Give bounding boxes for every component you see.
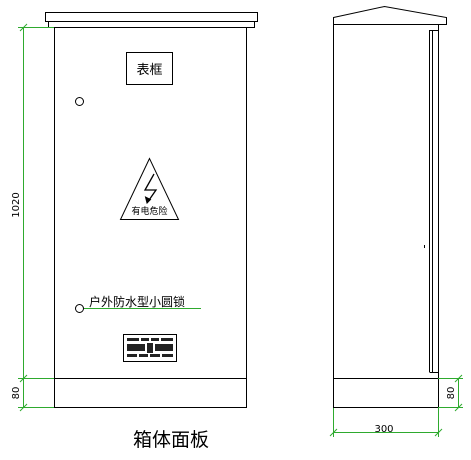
dimension-depth: 300: [374, 424, 393, 435]
drawing-caption: 箱体面板: [133, 429, 209, 451]
nameplate-inscription: [127, 338, 173, 357]
side-dimension-lines: [329, 374, 463, 437]
front-dimension-lines: [18, 23, 54, 412]
warning-triangle: [119, 157, 180, 220]
lightning-arrowhead: [144, 196, 152, 204]
dimension-height-main: 1020: [11, 192, 22, 217]
warning-label: 有电危险: [131, 205, 167, 217]
lock-label: 户外防水型小圆锁: [89, 294, 185, 309]
meter-box-label: 表框: [136, 63, 162, 78]
side-cabinet-body: [333, 24, 439, 408]
front-cabinet-body: [54, 27, 247, 408]
lightning-bolt-icon: [143, 173, 158, 204]
side-roof: [333, 5, 447, 25]
front-roof-lip: [48, 21, 255, 28]
dimension-base-side: 80: [446, 387, 457, 400]
nameplate: [123, 334, 177, 362]
front-view: [45, 12, 258, 408]
side-view: [333, 5, 447, 408]
meter-box-window: [126, 52, 173, 85]
lower-lock-hole: [75, 304, 84, 313]
dimension-height-base: 80: [11, 387, 22, 400]
upper-handle-hole: [75, 97, 84, 106]
front-roof-cap: [45, 12, 258, 22]
